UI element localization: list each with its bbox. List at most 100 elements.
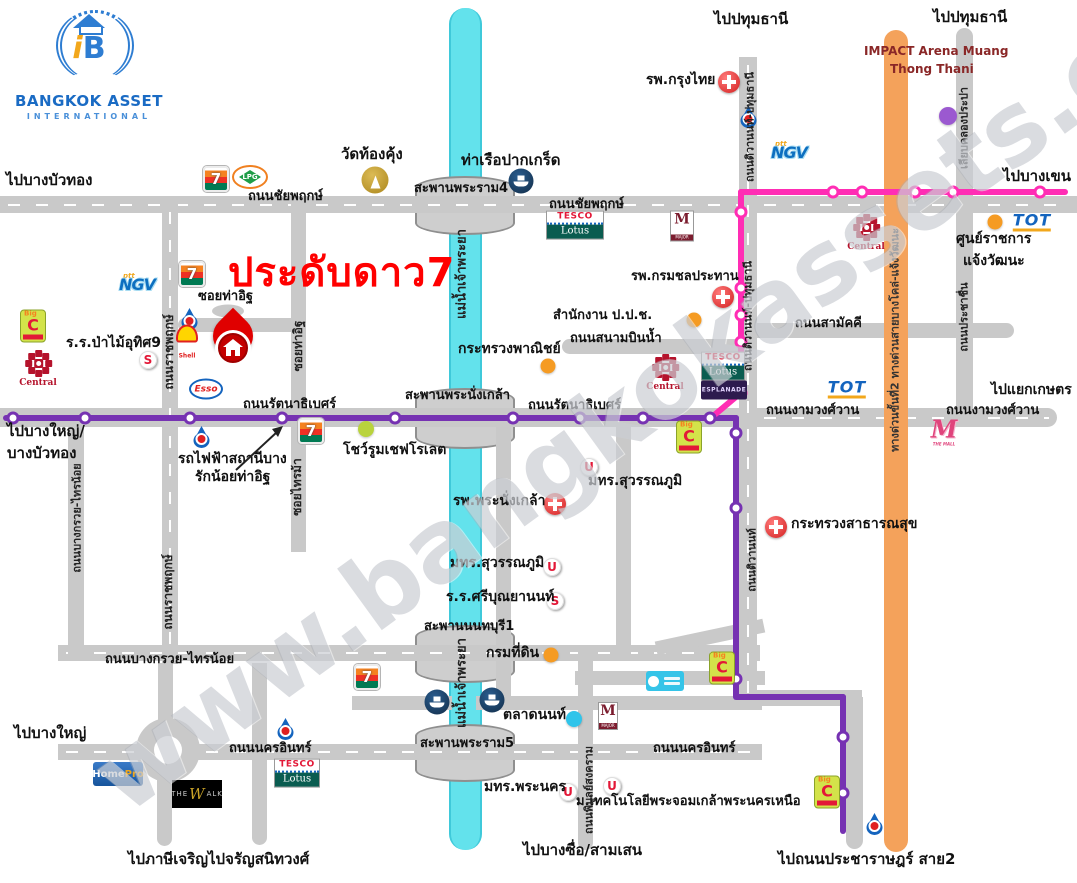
- mrt-purple-line-station: [836, 730, 850, 744]
- lpg-station-icon: LPG: [232, 165, 268, 189]
- mrt-purple-line-segment: [733, 694, 846, 700]
- seven-eleven-icon: 7: [354, 664, 380, 690]
- seven-eleven-icon: 7: [203, 166, 229, 192]
- road-label-vertical: ถนนราชพฤกษ์: [161, 554, 176, 630]
- mrt-pink-line-segment: [738, 189, 1068, 195]
- road-label: ถนนรัตนาธิเบศร์: [243, 397, 337, 412]
- hospital-icon: [712, 286, 734, 308]
- road-pracharat-v: [846, 697, 863, 849]
- company-logo: iB BANGKOK ASSET INTERNATIONAL: [14, 8, 164, 121]
- road-v-sanambinnam-s: [616, 418, 631, 660]
- place-label: ม.เทคโนโลยีพระจอมเกล้าพระนครเหนือ: [576, 794, 801, 809]
- place-label: กระทรวงพาณิชย์: [458, 341, 561, 357]
- place-label: ร.ร.ป่าไม้อุทิศ9: [66, 335, 161, 351]
- shell-station-icon: Shell: [176, 324, 198, 362]
- place-label: รพ.กรมชลประทาน: [631, 269, 739, 284]
- place-label: โชว์รูมเชฟโรเลต: [343, 442, 447, 458]
- bridge-label: สะพานพระราม4: [414, 181, 509, 196]
- mrt-purple-line-station: [636, 411, 650, 425]
- mrt-purple-line-station: [388, 411, 402, 425]
- mrt-pink-line-station: [734, 205, 748, 219]
- direction-label: บางบัวทอง: [7, 444, 77, 462]
- place-label: ตลาดนนท์: [503, 707, 566, 723]
- place-label: มทร.สุวรรณภูมิ: [450, 555, 545, 571]
- road-label-vertical: แม่น้ำเจ้าพระยา: [454, 229, 470, 319]
- bridge-label: สะพานนนทบุรี1: [424, 619, 515, 634]
- road-label: ถนนงามวงศ์วาน: [946, 403, 1040, 418]
- mrt-purple-line-segment: [3, 415, 739, 421]
- place-label: กระทรวงสาธารณสุข: [791, 516, 918, 532]
- direction-label: ไปบางใหญ่/: [7, 422, 85, 440]
- road-label: ถนนบางกรวย-ไทรน้อย: [105, 652, 235, 667]
- hospital-icon: [765, 516, 787, 538]
- landmark-dot-orange: [540, 358, 556, 374]
- logo-monogram: iB: [72, 31, 106, 66]
- road-label-vertical: ถนนติวานนท์-ปทุมธานี: [741, 261, 755, 371]
- mrt-purple-line-station: [703, 411, 717, 425]
- place-label: ร.ร.ศรีบุณยานนท์: [446, 589, 555, 605]
- tot-logo: TOT: [827, 377, 867, 399]
- lane-marking: [66, 652, 752, 654]
- mrt-pink-line-station: [946, 185, 960, 199]
- road-charansanitwong-v: [252, 663, 267, 845]
- school-icon: S: [139, 351, 157, 369]
- landmark-dot-orange: [987, 214, 1003, 230]
- road-label: ถนนสนามบินน้ำ: [570, 331, 662, 346]
- road-label: ถนนชัยพฤกษ์: [549, 197, 624, 212]
- temple-icon: [361, 166, 389, 194]
- house-icon: [73, 14, 105, 35]
- place-label: รถไฟฟ้าสถานีบาง: [178, 451, 287, 467]
- direction-label: ไปปทุมธานี: [714, 10, 789, 28]
- road-label: ถนนรัตนาธิเบศร์: [528, 398, 622, 413]
- road-soi-thait-saima-v: [291, 204, 306, 552]
- school-icon: S: [546, 592, 564, 610]
- lane-marking: [66, 751, 754, 753]
- place-label: มทร.พระนคร: [484, 779, 567, 795]
- university-icon: U: [543, 558, 561, 576]
- seven-eleven-icon: 7: [179, 261, 205, 287]
- place-label: สำนักงาน ป.ป.ช.: [553, 308, 653, 323]
- university-icon: U: [603, 777, 621, 795]
- road-label: ซอยท่าอิฐ: [198, 289, 254, 304]
- pier-icon: [424, 689, 450, 715]
- place-label: ศูนย์ราชการ: [956, 231, 1032, 247]
- university-icon: U: [559, 783, 577, 801]
- road-label-vertical: ซอยไทรม้า: [290, 458, 305, 516]
- road-chaiyaphruek: [0, 196, 1077, 213]
- mrt-purple-line-station: [275, 411, 289, 425]
- direction-label: ไปจรัญสนิทวงศ์: [208, 850, 310, 868]
- road-label-vertical: เลียบคลองประปา: [957, 87, 971, 169]
- direction-label: ไปถนนประชาราษฎร์ สาย2: [778, 850, 956, 868]
- showroom-dot: [358, 421, 374, 437]
- road-label-vertical: ถนนติวานนท์: [745, 528, 759, 592]
- mrt-pink-line-station: [908, 185, 922, 199]
- road-pier-east: [476, 696, 762, 710]
- road-label: ถนนงามวงศ์วาน: [766, 403, 860, 418]
- place-label: รพ.พระนั่งเกล้า: [453, 493, 546, 509]
- place-label: รักน้อยท่าอิฐ: [195, 469, 271, 485]
- company-subtitle: INTERNATIONAL: [26, 112, 152, 121]
- central-logo: Central: [847, 212, 885, 252]
- mrt-pink-line-station: [734, 308, 748, 322]
- road-label-vertical: ถนนบางกรวย-ไทรน้อย: [70, 463, 84, 573]
- mrt-pink-line-station: [1033, 185, 1047, 199]
- expressway: [884, 30, 908, 852]
- market-dot: [566, 711, 582, 727]
- road-prachachuen: [956, 28, 973, 420]
- mrt-pink-line-station: [734, 335, 748, 349]
- direction-label: ไปบางซื่อ/สามเสน: [523, 841, 643, 859]
- place-label: แจ้งวัฒนะ: [963, 253, 1025, 269]
- road-label: ถนนนครอินทร์: [229, 741, 312, 756]
- road-label-vertical: ถนนพิบูลย์สงคราม: [582, 746, 596, 834]
- lane-marking: [8, 203, 1069, 206]
- lane-marking: [169, 212, 171, 656]
- road-samakkhi: [752, 323, 1014, 338]
- road-label-vertical: ถนนประชาชื่น: [957, 282, 971, 352]
